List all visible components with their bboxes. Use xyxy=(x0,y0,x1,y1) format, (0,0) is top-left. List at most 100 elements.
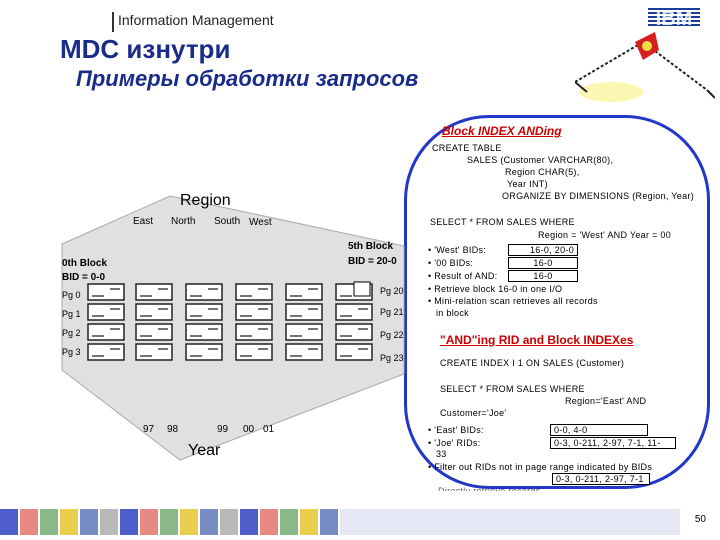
block-cell-mark xyxy=(240,328,268,337)
region-value: East xyxy=(133,216,154,227)
block-cell xyxy=(87,283,125,301)
block-cell xyxy=(285,343,323,361)
block-cell-mark xyxy=(290,288,318,297)
bid-bullet-label: • '00 BIDs: xyxy=(428,258,474,268)
bid-bullet-value: 16-0 xyxy=(508,257,578,269)
select-line: SELECT * FROM SALES WHERE xyxy=(440,384,585,394)
footer-tile xyxy=(200,509,218,535)
footer-pattern xyxy=(0,509,680,535)
footer-tile xyxy=(300,509,318,535)
footer-tile xyxy=(20,509,38,535)
region-axis-label: Region xyxy=(180,192,231,209)
footer-tile xyxy=(140,509,158,535)
block-cell-mark xyxy=(190,308,218,317)
block-cell xyxy=(235,343,273,361)
footer-tile xyxy=(60,509,78,535)
block-cell xyxy=(87,303,125,321)
page-number: 50 xyxy=(694,514,706,525)
bullet-text: • Retrieve block 16-0 in one I/O xyxy=(428,284,563,294)
block-cell-mark xyxy=(92,288,120,297)
region-value: South xyxy=(214,216,241,227)
select-line: SELECT * FROM SALES WHERE xyxy=(430,217,575,227)
page-label: Pg 20 xyxy=(380,286,404,296)
block-cell-mark xyxy=(92,308,120,317)
block5-label: 5th Block xyxy=(348,241,394,252)
cut-off-line: Directly retrieve records xyxy=(438,486,541,491)
page-label: Pg 3 xyxy=(62,347,81,357)
select-line: Region = 'West' AND Year = 00 xyxy=(538,230,672,240)
block-cell-mark xyxy=(290,328,318,337)
region-value: North xyxy=(171,216,196,227)
block0-label: 0th Block xyxy=(62,258,108,269)
rid-bullet-label: • 'Joe' RIDs: xyxy=(428,438,481,448)
rid-bullet-cont: 33 xyxy=(436,449,447,459)
block-cell xyxy=(235,303,273,321)
page-label: Pg 22 xyxy=(380,330,404,340)
page-subtitle: Примеры обработки запросов xyxy=(76,66,419,91)
block-cell-mark xyxy=(340,328,368,337)
block-cell-mark xyxy=(240,308,268,317)
block-cell xyxy=(185,303,223,321)
block-cell xyxy=(285,303,323,321)
region-value: West xyxy=(249,217,272,228)
mdc-cube-diagram xyxy=(61,195,405,461)
footer-tile xyxy=(280,509,298,535)
rid-bullet-value: 0-3, 0-211, 2-97, 7-1, 11- xyxy=(550,437,676,449)
year-value: 97 xyxy=(143,424,155,435)
block-cell xyxy=(185,323,223,341)
block-cell xyxy=(335,303,373,321)
block-cell-mark xyxy=(290,348,318,357)
block-cell xyxy=(135,323,173,341)
block-cell-mark xyxy=(92,348,120,357)
block0-bid: BID = 0-0 xyxy=(62,272,106,283)
page-title: MDC изнутри xyxy=(60,34,231,64)
block-cell-mark xyxy=(140,308,168,317)
block-cell xyxy=(87,343,125,361)
block-cell xyxy=(135,283,173,301)
year-value: 99 xyxy=(217,424,229,435)
rid-bullet-value: 0-3, 0-211, 2-97, 7-1 xyxy=(552,473,650,485)
footer-tile xyxy=(120,509,138,535)
block-cell-mark xyxy=(140,328,168,337)
section-label: Information Management xyxy=(118,12,274,28)
block-cell xyxy=(87,323,125,341)
create-index-line: CREATE INDEX I 1 ON SALES (Customer) xyxy=(440,358,625,368)
page-label: Pg 1 xyxy=(62,309,81,319)
block-cell-mark xyxy=(140,348,168,357)
footer-tile xyxy=(260,509,278,535)
block-cell xyxy=(135,303,173,321)
footer-tile xyxy=(320,509,338,535)
bid-bullet-label: • 'West' BIDs: xyxy=(428,245,487,255)
footer-tile xyxy=(0,509,18,535)
footer-tile xyxy=(40,509,58,535)
page-label: Pg 0 xyxy=(62,290,81,300)
create-table-line: Region CHAR(5), xyxy=(505,167,580,177)
block-cell xyxy=(285,323,323,341)
block-cell xyxy=(235,283,273,301)
page-label: Pg 21 xyxy=(380,307,404,317)
bullet-text: in block xyxy=(436,308,469,318)
block-cell-mark xyxy=(340,348,368,357)
rid-bullet-label: • Filter out RIDs not in page range indi… xyxy=(428,462,653,472)
header-divider xyxy=(112,12,114,32)
footer-band xyxy=(340,509,680,535)
bid-bullet-label: • Result of AND: xyxy=(428,271,498,281)
year-value: 01 xyxy=(263,424,275,435)
block-cell xyxy=(285,283,323,301)
block5-bid: BID = 20-0 xyxy=(348,256,397,267)
select-line: Customer='Joe' xyxy=(440,408,507,418)
bid-bullet-value: 16-0 xyxy=(508,270,578,282)
year-value: 98 xyxy=(167,424,179,435)
footer-tile xyxy=(80,509,98,535)
rid-bullet-value: 0-0, 4-0 xyxy=(550,424,648,436)
footer-tile xyxy=(100,509,118,535)
block-index-anding-heading: Block INDEX ANDing xyxy=(442,124,562,138)
footer-tile xyxy=(160,509,178,535)
create-table-line: CREATE TABLE xyxy=(432,143,502,153)
block-cell xyxy=(335,323,373,341)
block-cell-mark xyxy=(290,308,318,317)
rid-anding-heading: "AND"ing RID and Block INDEXes xyxy=(440,333,634,347)
bullet-text: • Mini-relation scan retrieves all recor… xyxy=(428,296,598,306)
select-line: Region='East' AND xyxy=(565,396,647,406)
create-table-line: ORGANIZE BY DIMENSIONS (Region, Year) xyxy=(502,191,694,201)
